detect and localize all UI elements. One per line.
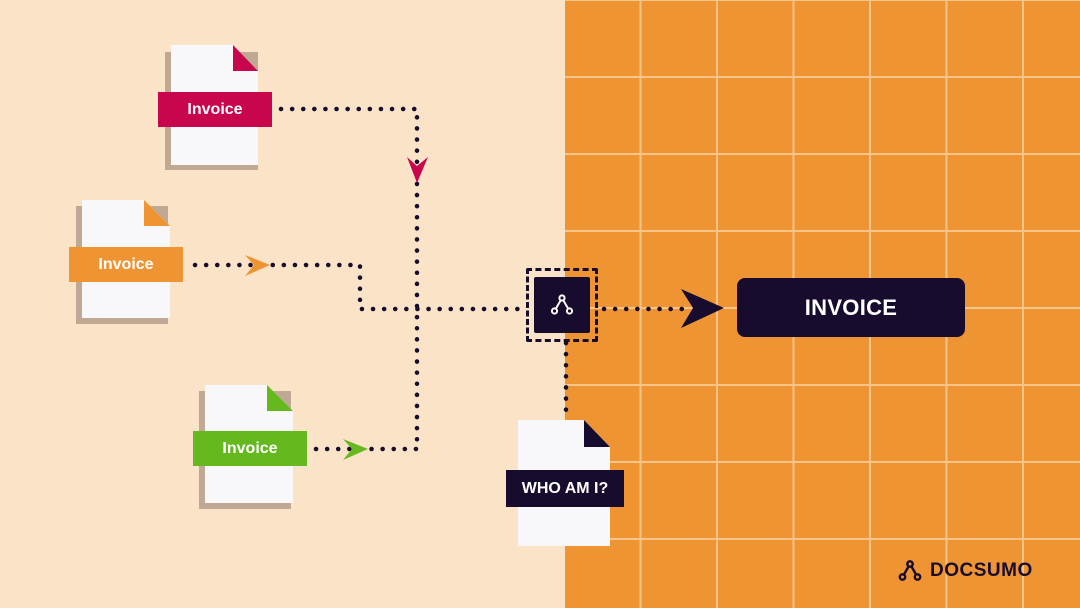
- result-invoice-box: INVOICE: [737, 278, 965, 337]
- arrow-doc3: [343, 439, 368, 460]
- unknown-document-label-text: WHO AM I?: [521, 479, 609, 497]
- invoice-label-3-text: Invoice: [222, 439, 278, 457]
- engine-frame: [526, 268, 598, 342]
- arrow-doc1: [407, 157, 428, 183]
- docsumo-brand-icon: [898, 560, 922, 581]
- invoice-label-1-text: Invoice: [187, 100, 243, 118]
- invoice-label-3: Invoice: [193, 431, 307, 466]
- connector-doc2: [192, 262, 531, 312]
- unknown-document-label: WHO AM I?: [506, 470, 624, 507]
- brand-logo: DOCSUMO: [898, 560, 1033, 582]
- docsumo-logo-icon: [550, 294, 574, 315]
- result-label: INVOICE: [804, 294, 898, 320]
- invoice-label-1: Invoice: [158, 92, 272, 127]
- arrow-result: [681, 289, 724, 328]
- brand-name: DOCSUMO: [930, 560, 1033, 581]
- engine-node: [534, 277, 590, 333]
- connector-doc1: [278, 106, 420, 452]
- invoice-label-2-text: Invoice: [98, 255, 154, 273]
- arrow-doc2: [245, 255, 270, 276]
- invoice-label-2: Invoice: [69, 247, 183, 282]
